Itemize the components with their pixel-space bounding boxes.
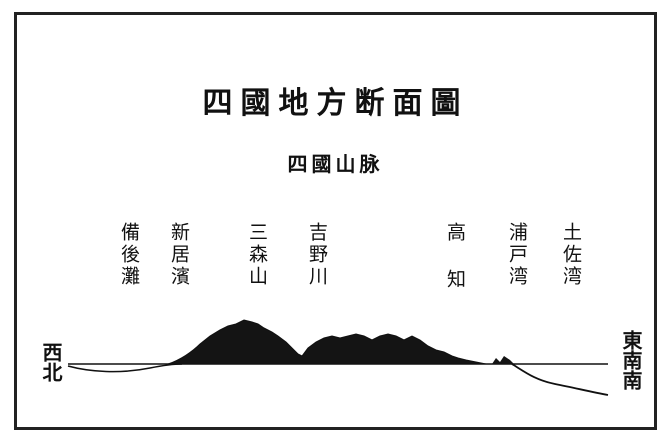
direction-left-label: 西北 bbox=[39, 342, 63, 382]
seabed-right-line bbox=[511, 363, 609, 396]
label-urado-bay: 浦戸湾 bbox=[506, 222, 528, 288]
direction-right-label: 東南南 bbox=[619, 330, 643, 390]
diagram-subtitle: 四國山脉 bbox=[287, 152, 384, 176]
label-sanbonmori: 三森山 bbox=[246, 222, 268, 288]
label-tosa-bay: 土佐湾 bbox=[560, 222, 582, 288]
mountain-silhouette bbox=[167, 319, 487, 365]
diagram-border bbox=[14, 12, 657, 430]
label-kochi: 高 知 bbox=[444, 222, 466, 291]
label-niihama: 新居濱 bbox=[168, 222, 190, 288]
diagram-title: 四國地方断面圖 bbox=[202, 86, 469, 121]
label-yoshino-river: 吉野川 bbox=[306, 222, 328, 288]
label-bingo-nada: 備後灘 bbox=[118, 222, 140, 288]
coastal-hills bbox=[492, 356, 514, 364]
seabed-left-line bbox=[67, 363, 183, 373]
